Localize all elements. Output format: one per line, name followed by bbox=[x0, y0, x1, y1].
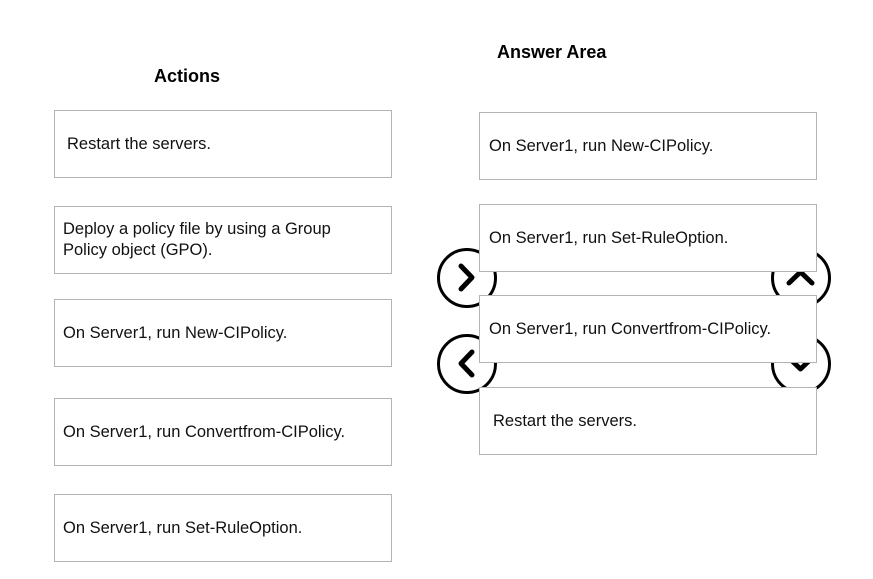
actions-heading: Actions bbox=[154, 66, 221, 86]
action-item[interactable]: On Server1, run New-CIPolicy. bbox=[54, 299, 392, 367]
action-item-label: On Server1, run Set-RuleOption. bbox=[63, 518, 303, 537]
chevron-left-icon bbox=[458, 349, 475, 378]
answer-item-label: On Server1, run Convertfrom-CIPolicy. bbox=[489, 319, 772, 338]
action-item-label: On Server1, run New-CIPolicy. bbox=[63, 323, 288, 342]
answer-item-label: On Server1, run New-CIPolicy. bbox=[489, 136, 714, 155]
answer-item-label: On Server1, run Set-RuleOption. bbox=[489, 228, 729, 247]
chevron-right-icon bbox=[458, 263, 475, 292]
action-item[interactable]: Restart the servers. bbox=[54, 110, 392, 178]
answer-area-heading: Answer Area bbox=[497, 42, 607, 62]
action-item-label: On Server1, run Convertfrom-CIPolicy. bbox=[63, 422, 346, 441]
action-item[interactable]: On Server1, run Convertfrom-CIPolicy. bbox=[54, 398, 392, 466]
chevron-up-icon bbox=[786, 269, 815, 286]
answer-item-label: Restart the servers. bbox=[493, 411, 637, 430]
action-item[interactable]: Deploy a policy file by using a Group Po… bbox=[54, 206, 392, 274]
move-left-button[interactable] bbox=[437, 334, 497, 394]
action-item[interactable]: On Server1, run Set-RuleOption. bbox=[54, 494, 392, 562]
answer-item[interactable]: On Server1, run Convertfrom-CIPolicy. bbox=[479, 295, 817, 363]
answer-item[interactable]: On Server1, run New-CIPolicy. bbox=[479, 112, 817, 180]
answer-item[interactable]: On Server1, run Set-RuleOption. bbox=[479, 204, 817, 272]
action-item-label: Restart the servers. bbox=[67, 134, 211, 153]
answer-item[interactable]: Restart the servers. bbox=[479, 387, 817, 455]
action-item-label: Deploy a policy file by using a Group Po… bbox=[63, 220, 331, 259]
